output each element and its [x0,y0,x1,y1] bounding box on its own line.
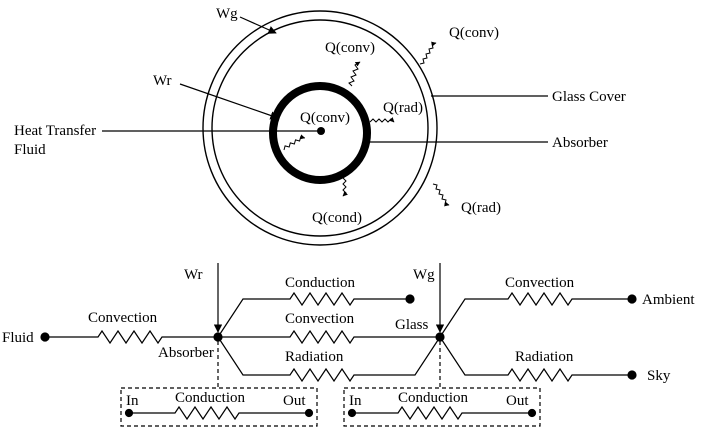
q-cond-wave [342,177,348,197]
box1-in-label: In [126,393,139,409]
glass-convection-resistor [439,291,632,338]
receiver-cross-section: Wg Wr Heat Transfer Fluid Q(conv) Q(conv… [14,6,626,246]
convection-middle-label: Convection [285,311,355,327]
q-conv-center-label: Q(conv) [300,110,350,126]
wr-arrow [179,83,279,120]
wr-network-label: Wr [184,267,203,283]
box2-in-label: In [349,393,362,409]
absorber-network-label: Absorber [158,345,214,361]
q-conv-inner-wave [348,61,361,87]
glass-conduction-box [343,387,541,427]
glass-cover-outer-circle [202,10,438,246]
network-labels: Wr Wg Fluid Convection Absorber Conducti… [2,267,695,409]
q-rad-inner-label: Q(rad) [383,100,423,116]
q-rad-outer-wave [432,183,450,207]
htf-label-line1: Heat Transfer [14,123,96,139]
fluid-convection-resistor [45,329,218,345]
box2-conduction-label: Conduction [398,390,468,406]
wg-arrow [239,16,277,34]
box2-out-node [527,408,537,418]
absorber-conduction-resistor [217,291,410,338]
q-conv-outer-label: Q(conv) [449,25,499,41]
conduction-end-node [405,294,415,304]
q-rad-outer-label: Q(rad) [461,200,501,216]
fluid-label: Fluid [2,330,34,346]
q-rad-inner-wave [369,117,395,123]
fluid-convection-label: Convection [88,310,158,326]
wg-network-label: Wg [413,267,435,283]
ambient-node [627,294,637,304]
absorber-convection-resistor [218,329,440,345]
radiation-sky-label: Radiation [515,349,574,365]
box2-out-label: Out [506,393,529,409]
sky-node [627,370,637,380]
absorber-radiation-resistor [217,336,441,383]
conduction-top-label: Conduction [285,275,355,291]
q-conv-center-wave [283,134,306,151]
convection-ambient-label: Convection [505,275,575,291]
q-cond-label: Q(cond) [312,210,362,226]
box1-out-node [304,408,314,418]
box1-conduction-resistor [129,405,309,421]
glass-cover-label: Glass Cover [552,89,626,105]
radiation-middle-label: Radiation [285,349,344,365]
absorber-label: Absorber [552,135,608,151]
q-conv-outer-wave [419,41,437,65]
htf-label-line2: Fluid [14,142,46,158]
wr-label: Wr [153,73,172,89]
absorber-tube [269,82,371,184]
box1-conduction-label: Conduction [175,390,245,406]
q-conv-inner-label: Q(conv) [325,40,375,56]
box1-out-label: Out [283,393,306,409]
sky-label: Sky [647,368,671,384]
thermal-resistance-network [40,263,637,427]
glass-radiation-resistor [439,336,632,383]
ambient-label: Ambient [642,292,695,308]
absorber-conduction-box [120,387,318,427]
glass-cover-inner-circle [211,19,429,237]
wg-label: Wg [216,6,238,22]
box2-conduction-resistor [352,405,532,421]
glass-network-label: Glass [395,317,428,333]
